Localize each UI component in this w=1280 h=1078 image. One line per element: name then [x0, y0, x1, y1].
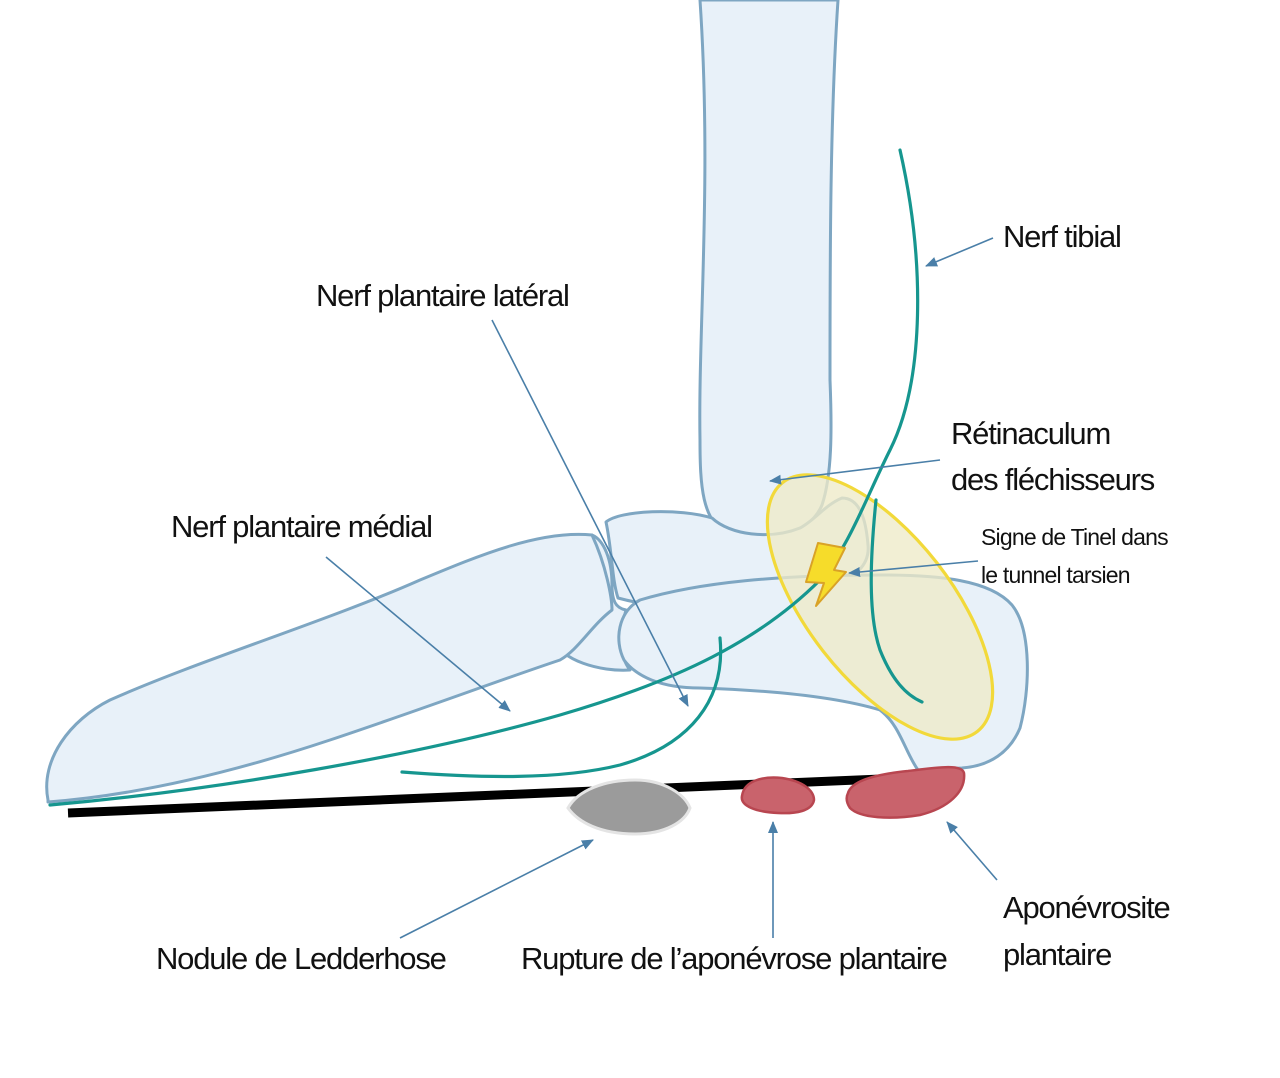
label-aponevrosite-line2: plantaire: [1003, 937, 1111, 972]
label-tinel-line2: le tunnel tarsien: [981, 562, 1130, 588]
retinaculum-flexor: [765, 473, 995, 741]
tibial-nerve: [48, 148, 920, 807]
aponevrosite-lesion: [845, 765, 966, 819]
lateral-plantar-nerve: [400, 636, 723, 779]
nerves: [48, 148, 924, 807]
rupture-lesion: [740, 776, 816, 815]
label-nerf-tibial: Nerf tibial: [1003, 219, 1121, 254]
metatarsal-bone: [45, 532, 614, 804]
lightning-bolt-icon: [805, 542, 847, 607]
arrow-nerf-plantaire-lateral: [491, 319, 689, 707]
arrow-aponevrosite: [946, 821, 998, 881]
label-aponevrosite-line1: Aponévrosite: [1003, 890, 1170, 925]
arrow-ledderhose: [399, 839, 594, 939]
arrow-tinel: [848, 560, 979, 577]
arrow-nerf-plantaire-medial: [325, 556, 511, 712]
calcaneal-nerve-branch: [869, 498, 924, 704]
label-rupture: Rupture de l’aponévrose plantaire: [521, 941, 947, 976]
arrow-retinaculum: [769, 459, 941, 485]
label-retinaculum-line2: des fléchisseurs: [951, 462, 1155, 497]
labels: Nerf tibial Nerf plantaire latéral Rétin…: [156, 219, 1171, 976]
ledderhose-nodule: [566, 778, 692, 836]
label-tinel-line1: Signe de Tinel dans: [981, 524, 1168, 550]
label-nerf-plantaire-lateral: Nerf plantaire latéral: [316, 278, 569, 313]
annotation-arrows: [325, 237, 998, 939]
label-nodule-ledderhose: Nodule de Ledderhose: [156, 941, 446, 976]
label-nerf-plantaire-medial: Nerf plantaire médial: [171, 509, 432, 544]
tibia-bone: [698, 0, 840, 541]
arrow-nerf-tibial: [925, 237, 994, 267]
label-retinaculum-line1: Rétinaculum: [951, 416, 1110, 451]
